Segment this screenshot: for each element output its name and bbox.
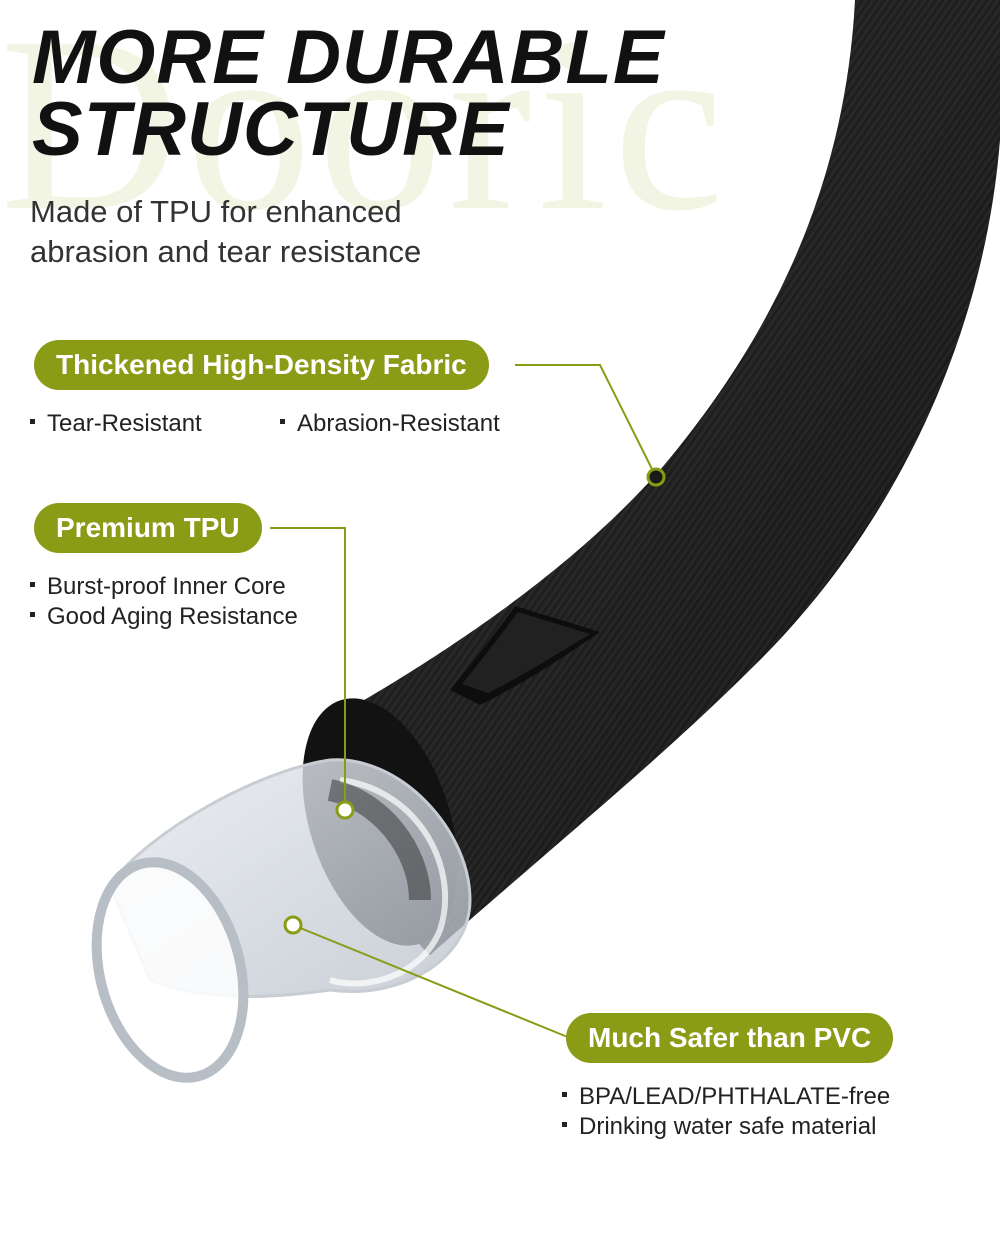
callout-dot-icon — [646, 467, 666, 487]
feature-label-tpu: Premium TPU — [34, 503, 262, 553]
subtitle: Made of TPU for enhanced abrasion and te… — [30, 192, 421, 272]
feature-bullet: Burst-proof Inner Core — [30, 573, 286, 601]
feature-bullet: Good Aging Resistance — [30, 603, 298, 631]
bullet-square-icon — [30, 612, 35, 618]
feature-bullet: Abrasion-Resistant — [280, 410, 500, 438]
callout-dot-icon — [335, 800, 355, 820]
feature-label-safety: Much Safer than PVC — [566, 1013, 894, 1063]
bullet-square-icon — [30, 419, 35, 425]
bullet-square-icon — [562, 1122, 567, 1128]
subtitle-line-2: abrasion and tear resistance — [30, 234, 422, 269]
feature-bullet: BPA/LEAD/PHTHALATE-free — [562, 1083, 890, 1111]
feature-bullet: Drinking water safe material — [562, 1113, 876, 1141]
callout-line-safety — [292, 924, 571, 1039]
bullet-square-icon — [562, 1092, 567, 1098]
bullet-square-icon — [280, 419, 285, 425]
title-line-2: STRUCTURE — [32, 87, 510, 172]
subtitle-line-1: Made of TPU for enhanced — [30, 194, 402, 229]
page-title: MORE DURABLE STRUCTURE — [32, 15, 665, 172]
callout-line-tpu — [270, 527, 346, 810]
bullet-square-icon — [30, 582, 35, 588]
brand-watermark: Dooric — [0, 0, 731, 263]
callout-line-fabric — [515, 364, 657, 478]
feature-label-fabric: Thickened High-Density Fabric — [34, 340, 489, 390]
title-line-1: MORE DURABLE — [32, 15, 665, 100]
feature-bullet: Tear-Resistant — [30, 410, 202, 438]
tube-opening — [91, 857, 249, 1083]
callout-dot-icon — [283, 915, 303, 935]
